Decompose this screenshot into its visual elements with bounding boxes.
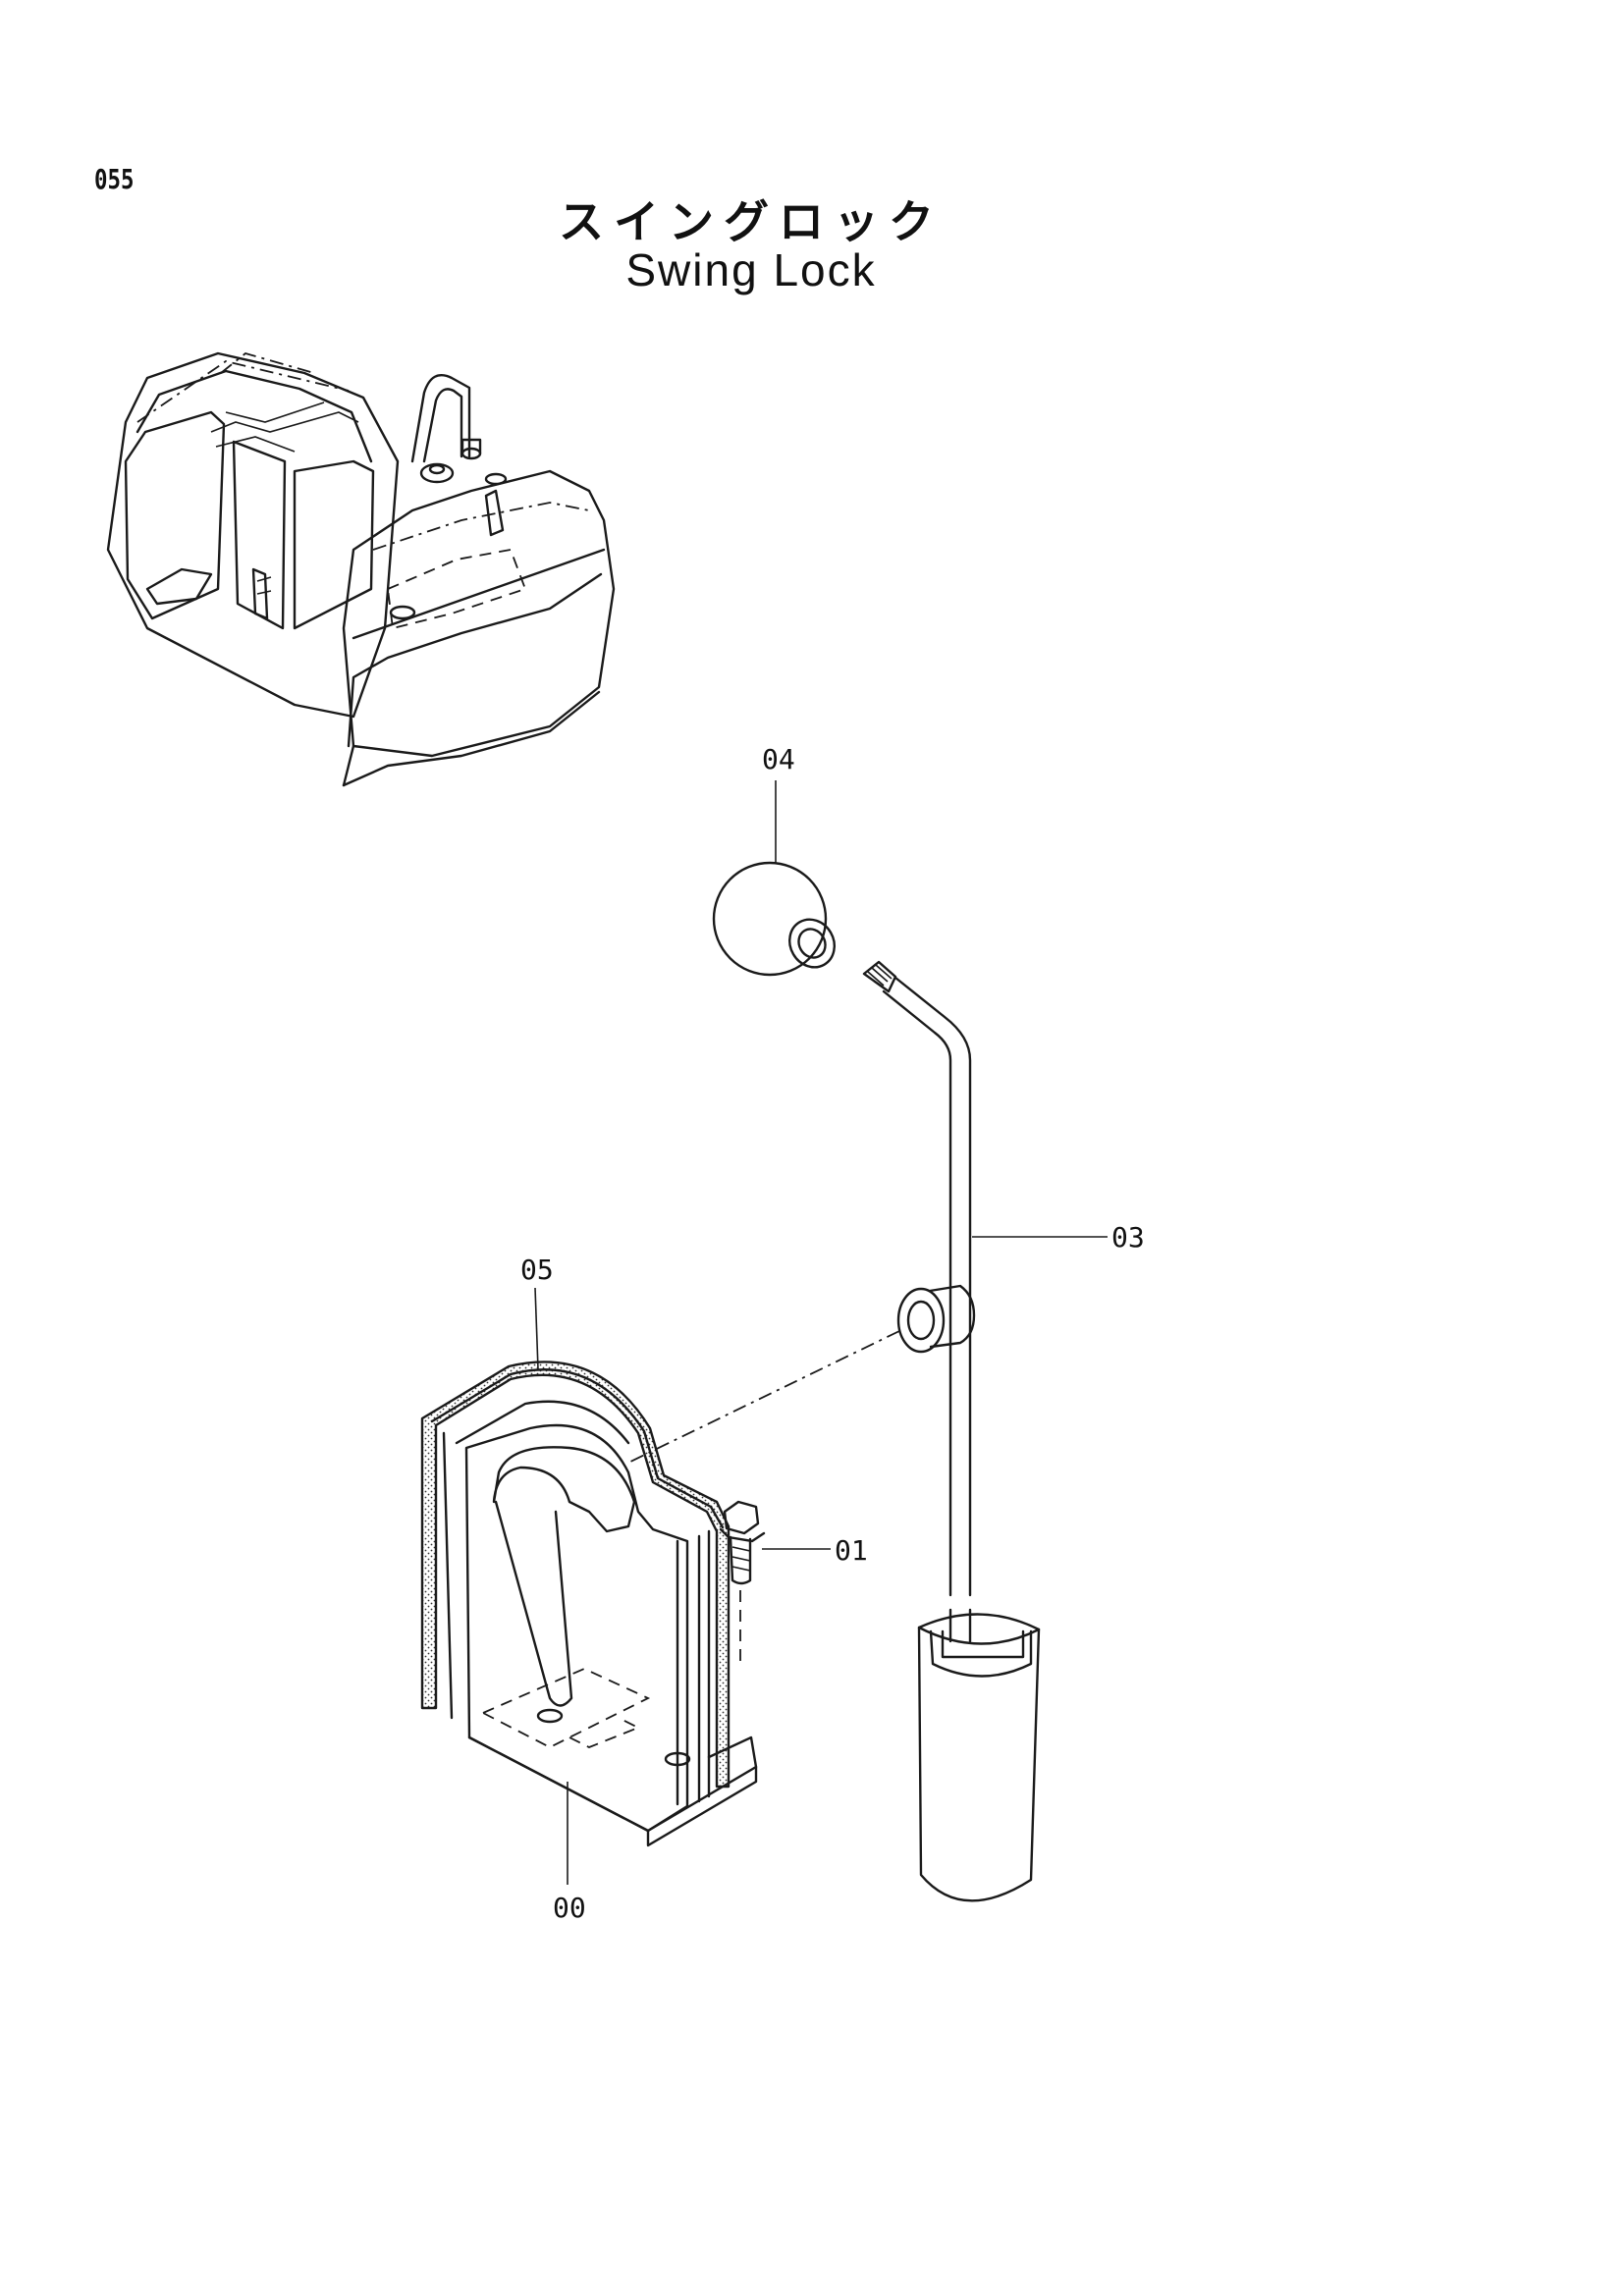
part-01-bolt: 01: [719, 1500, 868, 1669]
callout-04: 04: [762, 743, 795, 775]
callout-00: 00: [553, 1892, 586, 1924]
callout-01: 01: [835, 1534, 868, 1567]
page-number: 055: [94, 163, 135, 195]
title-english: Swing Lock: [625, 244, 877, 295]
callout-05: 05: [520, 1254, 554, 1286]
title-japanese: スイングロック: [559, 195, 944, 248]
excavator-overview: [106, 351, 616, 787]
callout-03: 03: [1111, 1221, 1145, 1254]
assembly-centerline: [627, 1330, 900, 1464]
part-04-knob: 04: [712, 743, 836, 977]
part-03-lever: 03: [862, 960, 1145, 1902]
part-00-bracket: 00 05: [420, 1254, 758, 1924]
